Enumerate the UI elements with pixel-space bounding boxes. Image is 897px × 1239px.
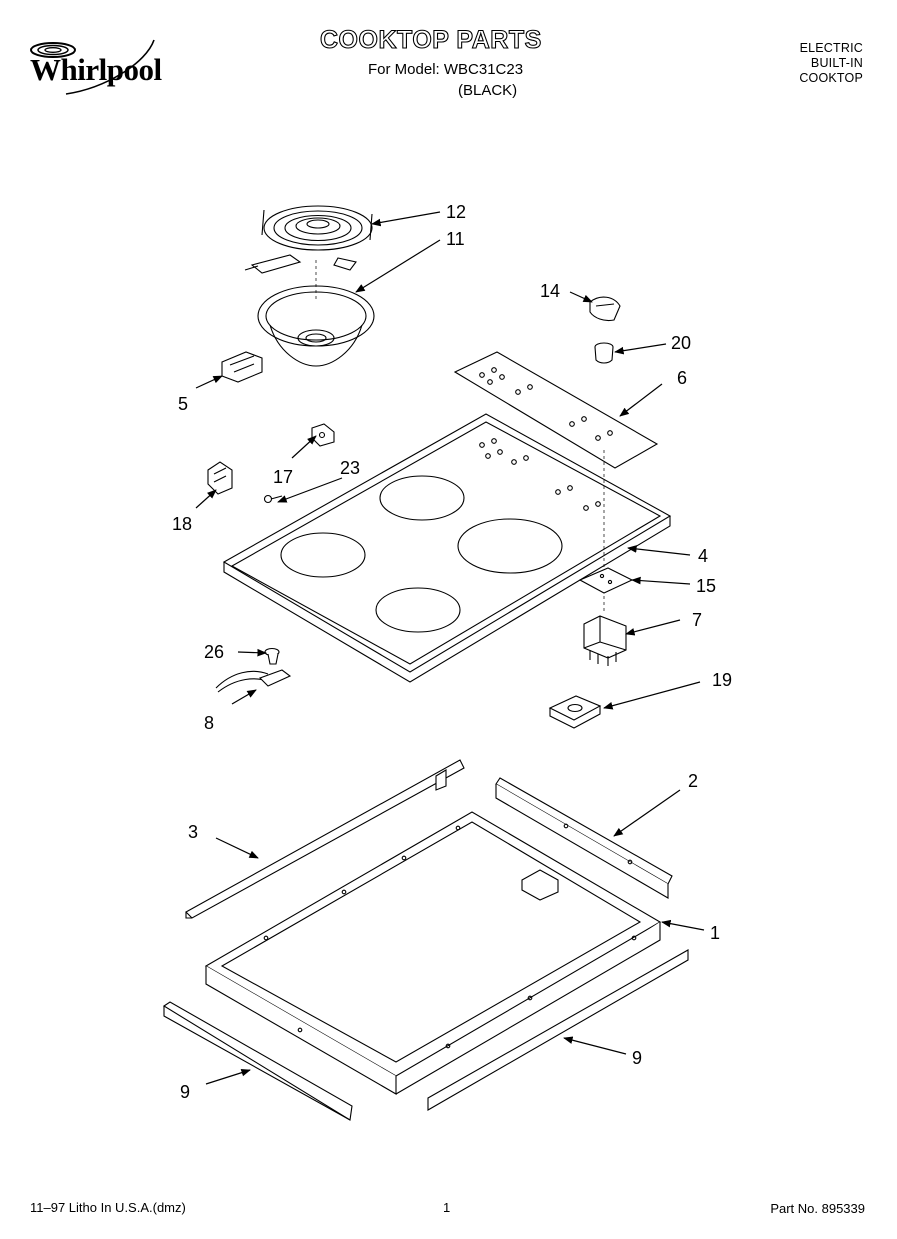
model-variant: (BLACK) — [458, 82, 518, 99]
callout-8: 8 — [204, 713, 214, 733]
infinite-switch-part — [583, 596, 627, 666]
callout-7: 7 — [692, 610, 702, 630]
callout-9a: 9 — [632, 1048, 642, 1068]
product-type-line: ELECTRIC — [799, 41, 863, 55]
callout-15: 15 — [696, 576, 716, 596]
whirlpool-logo — [26, 38, 176, 98]
callout-9b: 9 — [180, 1082, 190, 1102]
callout-18: 18 — [172, 514, 192, 534]
control-bracket-part — [453, 351, 659, 469]
callout-5: 5 — [178, 394, 188, 414]
brand-wordmark: Whirlpool — [30, 52, 162, 87]
side-trim-part — [185, 759, 465, 919]
callout-17: 17 — [273, 467, 293, 487]
page-number: 1 — [443, 1200, 451, 1215]
product-type-line: COOKTOP — [799, 71, 863, 85]
control-knob-part — [589, 296, 621, 322]
filler-strip-part — [162, 1001, 353, 1121]
callout-4: 4 — [698, 546, 708, 566]
callout-14: 14 — [540, 281, 560, 301]
callout-3: 3 — [188, 822, 198, 842]
page-title: COOKTOP PARTS — [319, 25, 542, 54]
indicator-light-part — [207, 461, 233, 495]
callout-20: 20 — [671, 333, 691, 353]
callout-26: 26 — [204, 642, 224, 662]
callout-12: 12 — [446, 202, 466, 222]
callout-2: 2 — [688, 771, 698, 791]
cooktop-main-top-part — [222, 413, 672, 683]
knob-insert-part — [594, 342, 614, 364]
screw-part — [263, 494, 283, 504]
part-number: Part No. 895339 — [770, 1201, 865, 1216]
receptacle-part — [221, 351, 263, 383]
rear-trim-part — [495, 777, 673, 899]
cooktop-box-part — [204, 811, 662, 1095]
wire-harness-part — [215, 669, 292, 693]
callout-11: 11 — [446, 229, 465, 249]
small-bracket-part — [311, 423, 335, 447]
callout-23: 23 — [340, 458, 360, 478]
insulator-part — [578, 567, 634, 594]
model-line: For Model: WBC31C23 — [368, 61, 524, 78]
clip-part — [264, 647, 280, 665]
print-info: 11–97 Litho In U.S.A.(dmz) — [30, 1200, 186, 1215]
drip-bowl-part — [257, 260, 375, 367]
product-type-line: BUILT-IN — [810, 56, 863, 70]
swirl-logo-icon — [30, 39, 155, 95]
callout-1: 1 — [710, 923, 720, 943]
callout-19: 19 — [712, 670, 732, 690]
callout-leaders — [195, 211, 705, 1085]
terminal-block-part — [548, 695, 602, 729]
filler-strip-part — [427, 949, 689, 1111]
surface-element-part — [244, 205, 373, 274]
callout-6: 6 — [677, 368, 687, 388]
